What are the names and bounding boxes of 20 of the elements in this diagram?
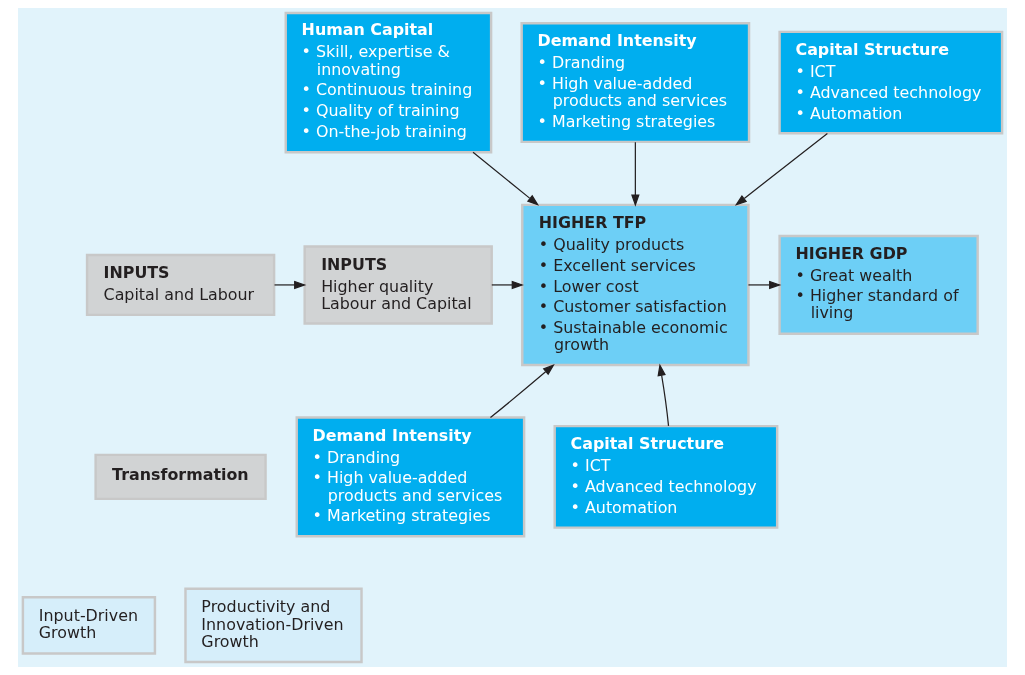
arrow bbox=[734, 132, 828, 206]
node-box: HIGHER GDP • Great wealth • Higher standard of living bbox=[778, 234, 979, 336]
arrow bbox=[491, 280, 524, 290]
node-box: Human Capital • Skill, expertise & innovating • Continuous training • Quality of training • On-the-job training bbox=[284, 11, 493, 154]
arrow bbox=[273, 280, 307, 290]
arrow bbox=[489, 363, 555, 419]
node-box: HIGHER TFP • Quality products • Excellent services • Lower cost • Customer satisfaction • Sustainable economic growth bbox=[521, 203, 750, 367]
node-box: Capital Structure • ICT • Advanced technology • Automation bbox=[553, 424, 779, 529]
node-box: Productivity and Innovation-Driven Growth bbox=[184, 587, 363, 664]
node-box: Demand Intensity • Dranding • High value-added products and services • Marketing strategies bbox=[295, 416, 526, 538]
node-box: INPUTS Capital and Labour bbox=[85, 253, 276, 317]
arrow bbox=[631, 141, 640, 207]
arrow bbox=[657, 363, 670, 427]
node-box: INPUTS Higher quality Labour and Capital bbox=[303, 245, 493, 325]
arrow bbox=[747, 280, 782, 290]
node-box: Demand Intensity • Dranding • High value-added products and services • Marketing strategies bbox=[520, 22, 751, 144]
arrow bbox=[472, 151, 540, 206]
node-box: Transformation bbox=[94, 453, 267, 501]
node-box: Capital Structure • ICT • Advanced technology • Automation bbox=[778, 30, 1004, 135]
node-box: Input-Driven Growth bbox=[21, 596, 157, 655]
